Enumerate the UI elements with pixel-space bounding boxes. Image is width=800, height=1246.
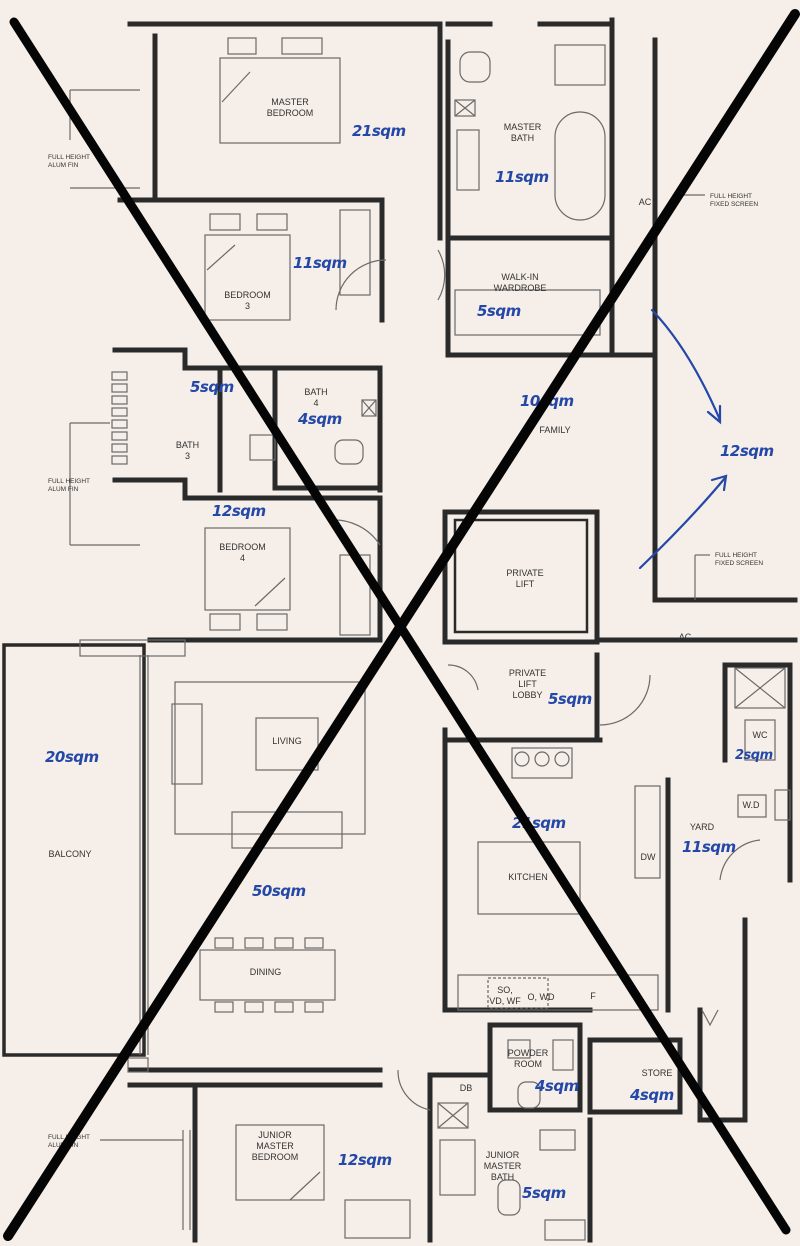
room-label-private-lift: PRIVATE LIFT [506,568,544,589]
area-master-bedroom: 21sqm [352,122,406,140]
room-label-dining: DINING [249,967,282,977]
area-ac-zone: 12sqm [720,442,774,460]
room-label-ac-top: AC [638,197,652,207]
room-label-walkin-wardrobe: WALK-IN WARDROBE [493,272,547,293]
note-fixed-screen-mid: FULL HEIGHT FIXED SCREEN [715,552,764,567]
room-label-bedroom-4: BEDROOM 4 [219,542,266,563]
room-label-junior-master-bath: JUNIOR MASTER BATH [483,1150,522,1182]
fixture-label-dw: DW [640,852,656,862]
area-lift-lobby: 5sqm [548,690,592,708]
room-label-balcony: BALCONY [48,849,92,859]
area-walkin-wardrobe: 5sqm [477,302,521,320]
room-label-ac-mid: AC [678,632,692,642]
area-store: 4sqm [630,1086,674,1104]
fixture-label-wd: W.D [742,800,760,810]
note-alum-fin-bottom: FULL HEIGHT ALUM FIN [48,1134,91,1149]
area-junior-master-bath: 5sqm [522,1184,566,1202]
area-kitchen: 21sqm [512,814,566,832]
area-family: 10sqm [520,392,574,410]
fixture-label-so-vd-wf: SO, VD, WF [489,985,521,1006]
note-alum-fin-top: FULL HEIGHT ALUM FIN [48,154,91,169]
room-label-kitchen: KITCHEN [508,872,548,882]
area-balcony: 20sqm [45,748,99,766]
room-label-yard: YARD [689,822,715,832]
room-label-family: FAMILY [539,425,571,435]
area-powder-room: 4sqm [535,1077,579,1095]
fixture-label-f: F [590,991,596,1001]
room-label-powder-room: POWDER ROOM [507,1048,549,1069]
room-label-junior-master-bedroom: JUNIOR MASTER BEDROOM [251,1130,299,1162]
room-label-bath-4: BATH 4 [304,387,328,408]
room-label-store: STORE [641,1068,673,1078]
room-label-living: LIVING [272,736,302,746]
room-label-master-bedroom: MASTER BEDROOM [266,97,314,118]
area-wc: 2sqm [735,748,773,763]
area-master-bath: 11sqm [495,168,549,186]
area-bath-3: 5sqm [190,378,234,396]
room-label-bath-3: BATH 3 [175,440,200,461]
area-living-dining: 50sqm [252,882,306,900]
room-label-bedroom-3: BEDROOM 3 [224,290,271,311]
area-junior-master-bedroom: 12sqm [338,1151,392,1169]
note-fixed-screen-top: FULL HEIGHT FIXED SCREEN [710,193,759,208]
area-bath-4: 4sqm [298,410,342,428]
fixture-label-o-wd: O, WD [527,992,555,1002]
room-label-master-bath: MASTER BATH [503,122,542,143]
fixture-label-db: DB [459,1083,473,1093]
fixture-label-wc: WC [752,730,768,740]
note-alum-fin-mid: FULL HEIGHT ALUM FIN [48,478,91,493]
area-bedroom-3: 11sqm [293,254,347,272]
area-yard: 11sqm [682,838,736,856]
area-bedroom-4: 12sqm [212,502,266,520]
